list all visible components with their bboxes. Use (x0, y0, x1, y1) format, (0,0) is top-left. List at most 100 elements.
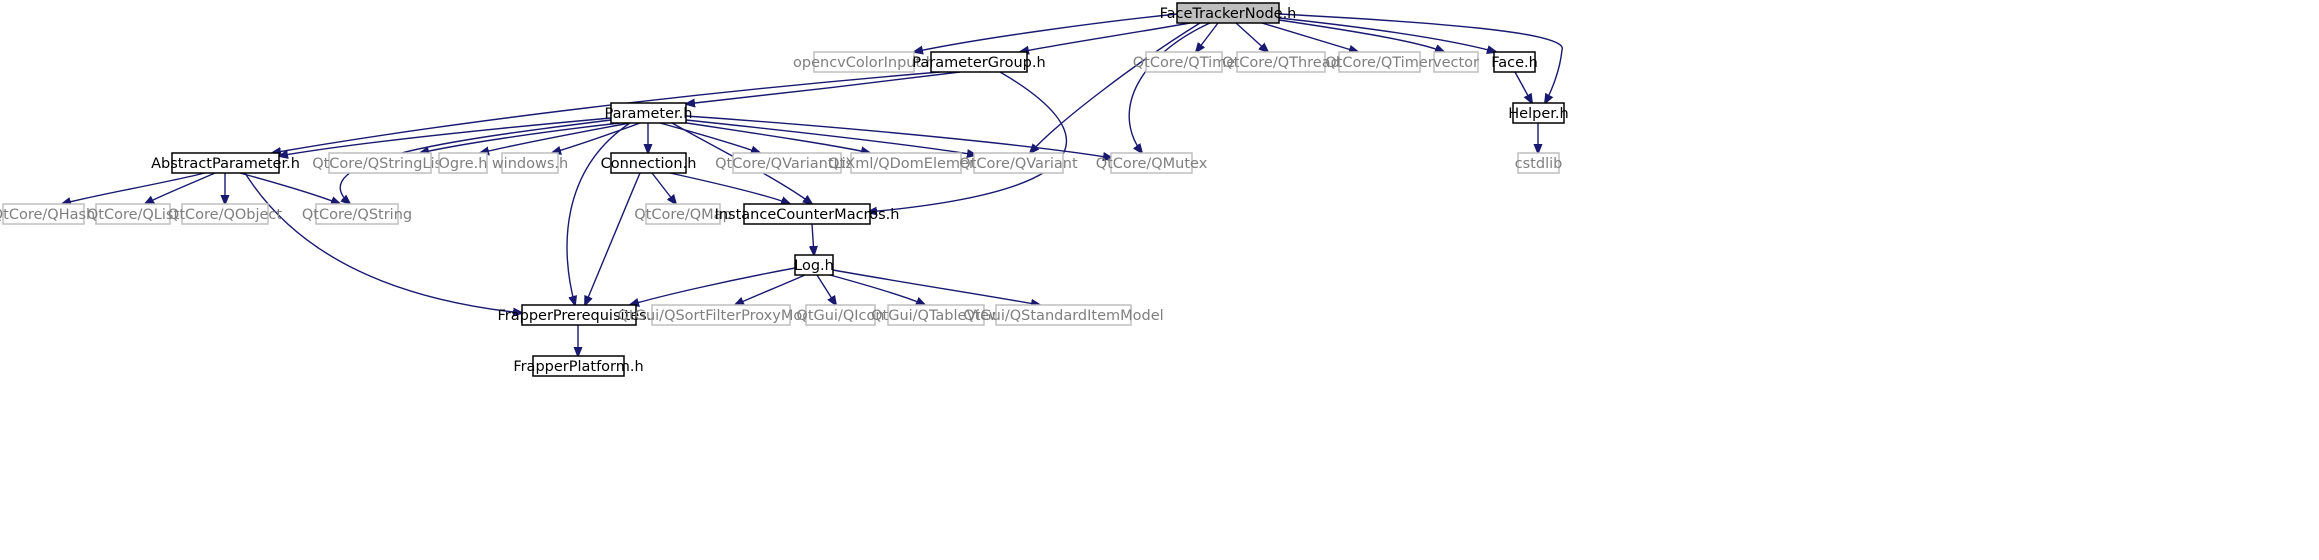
node-label: FrapperPrerequisites.h (497, 308, 660, 324)
node-FaceTrackerNode_h[interactable]: FaceTrackerNode.h (1160, 2, 1297, 24)
node-box (2, 203, 85, 225)
node-InstanceCounterMacros_h[interactable]: InstanceCounterMacros.h (715, 203, 900, 225)
node-box (743, 203, 871, 225)
node-box (732, 152, 842, 174)
node-label: QtCore/QString (302, 207, 412, 223)
edge-ParameterGroup_h-to-InstanceCounterMacros_h (868, 71, 1067, 212)
edge-ParameterGroup_h-to-AbstractParameter_h (272, 71, 941, 153)
node-label: ParameterGroup.h (912, 55, 1045, 71)
nodes-layer: FaceTrackerNode.hopencvColorInput.hParam… (0, 2, 1569, 377)
node-vector: vector (1433, 51, 1479, 73)
node-QtCore_QMap: QtCore/QMap (634, 203, 732, 225)
node-QtCore_QObject: QtCore/QObject (168, 203, 282, 225)
edge-AbstractParameter_h-to-QtCore_QList (145, 172, 216, 204)
node-label: Ogre.h (439, 156, 488, 172)
node-QtCore_QTime: QtCore/QTime (1133, 51, 1236, 73)
edge-Parameter_h-to-QtCore_QVariantList (659, 122, 760, 153)
node-box (1338, 51, 1421, 73)
edge-FaceTrackerNode_h-to-QtCore_QTime (1196, 22, 1219, 52)
edge-FaceTrackerNode_h-to-QtCore_QTimer (1261, 22, 1358, 52)
node-box (813, 51, 915, 73)
node-ParameterGroup_h[interactable]: ParameterGroup.h (912, 51, 1046, 73)
node-label: Log.h (794, 258, 834, 274)
node-Parameter_h[interactable]: Parameter.h (605, 102, 693, 124)
edge-Parameter_h-to-Ogre_h (480, 122, 631, 153)
edge-FaceTrackerNode_h-to-vector (1278, 19, 1444, 52)
node-QtCore_QStringList: QtCore/QStringList (312, 152, 448, 174)
node-Log_h[interactable]: Log.h (794, 254, 834, 276)
edge-Log_h-to-QtGui_QSortFilterProxyModel (735, 274, 806, 305)
edge-Parameter_h-to-QtXml_QDomElement (679, 121, 870, 153)
node-label: FrapperPlatform.h (513, 359, 643, 375)
node-label: QtCore/QStringList (312, 156, 448, 172)
node-box (887, 304, 985, 326)
node-label: opencvColorInput.h (793, 55, 935, 71)
edge-Parameter_h-to-windows_h (552, 122, 641, 153)
node-box (171, 152, 280, 174)
node-AbstractParameter_h[interactable]: AbstractParameter.h (151, 152, 300, 174)
edge-Face_h-to-Helper_h (1514, 71, 1532, 103)
edge-FaceTrackerNode_h-to-QtCore_QVariant (1030, 22, 1201, 153)
node-label: QtCore/QVariantList (715, 156, 859, 172)
edge-Parameter_h-to-QtCore_QMutex (685, 115, 1112, 158)
edge-AbstractParameter_h-to-QtCore_QString (239, 172, 340, 204)
node-label: Helper.h (1508, 106, 1568, 122)
node-box (610, 102, 687, 124)
node-label: QtCore/QVariant (959, 156, 1078, 172)
node-box (651, 304, 791, 326)
node-box (328, 152, 432, 174)
edge-Connection_h-to-QtCore_QMap (651, 172, 676, 204)
node-box (501, 152, 559, 174)
node-label: QtCore/QMap (634, 207, 732, 223)
node-box (805, 304, 876, 326)
node-QtGui_QStandardItemModel: QtGui/QStandardItemModel (963, 304, 1164, 326)
node-box (1433, 51, 1479, 73)
node-FrapperPlatform_h[interactable]: FrapperPlatform.h (513, 355, 644, 377)
node-QtGui_QTableView: QtGui/QTableView (871, 304, 1001, 326)
node-box (532, 355, 625, 377)
node-Connection_h[interactable]: Connection.h (601, 152, 697, 174)
edge-FaceTrackerNode_h-to-QtCore_QThread (1235, 22, 1268, 52)
node-label: QtCore/QThread (1222, 55, 1340, 71)
node-QtCore_QString: QtCore/QString (302, 203, 412, 225)
node-QtCore_QHash: QtCore/QHash (0, 203, 95, 225)
node-Helper_h[interactable]: Helper.h (1508, 102, 1569, 124)
edge-InstanceCounterMacros_h-to-Log_h (812, 223, 814, 255)
node-label: QtCore/QTimer (1325, 55, 1433, 71)
node-label: QtGui/QSortFilterProxyModel (618, 308, 825, 324)
edge-Log_h-to-QtGui_QIcon (816, 274, 836, 305)
node-box (1517, 152, 1560, 174)
node-label: QtCore/QList (87, 207, 180, 223)
node-box (645, 203, 721, 225)
node-box (1493, 51, 1536, 73)
edge-Parameter_h-to-FrapperPrerequisites_h (566, 122, 631, 305)
edge-Parameter_h-to-QtCore_QVariant (685, 119, 976, 155)
node-windows_h: windows.h (492, 152, 568, 174)
node-label: QtXml/QDomElement (828, 156, 984, 172)
node-box (610, 152, 687, 174)
edge-Log_h-to-QtGui_QStandardItemModel (832, 269, 1040, 305)
node-box (973, 152, 1064, 174)
node-box (995, 304, 1132, 326)
node-label: windows.h (492, 156, 568, 172)
node-Face_h[interactable]: Face.h (1491, 51, 1538, 73)
node-label: QtGui/QTableView (871, 308, 1001, 324)
node-QtCore_QMutex: QtCore/QMutex (1096, 152, 1208, 174)
edge-AbstractParameter_h-to-QtCore_QHash (62, 172, 206, 204)
node-box (438, 152, 488, 174)
edge-FaceTrackerNode_h-to-QtCore_QMutex (1128, 22, 1211, 153)
node-box (1236, 51, 1326, 73)
node-label: InstanceCounterMacros.h (715, 207, 900, 223)
node-label: QtCore/QTime (1133, 55, 1236, 71)
edge-FaceTrackerNode_h-to-Helper_h (1278, 13, 1563, 103)
node-box (1512, 102, 1565, 124)
node-label: vector (1433, 55, 1479, 71)
node-label: QtCore/QMutex (1096, 156, 1208, 172)
node-label: QtCore/QObject (168, 207, 282, 223)
node-label: FaceTrackerNode.h (1160, 6, 1297, 22)
node-QtCore_QThread: QtCore/QThread (1222, 51, 1340, 73)
node-FrapperPrerequisites_h[interactable]: FrapperPrerequisites.h (497, 304, 661, 326)
edge-ParameterGroup_h-to-Parameter_h (686, 71, 961, 104)
node-label: QtCore/QHash (0, 207, 95, 223)
